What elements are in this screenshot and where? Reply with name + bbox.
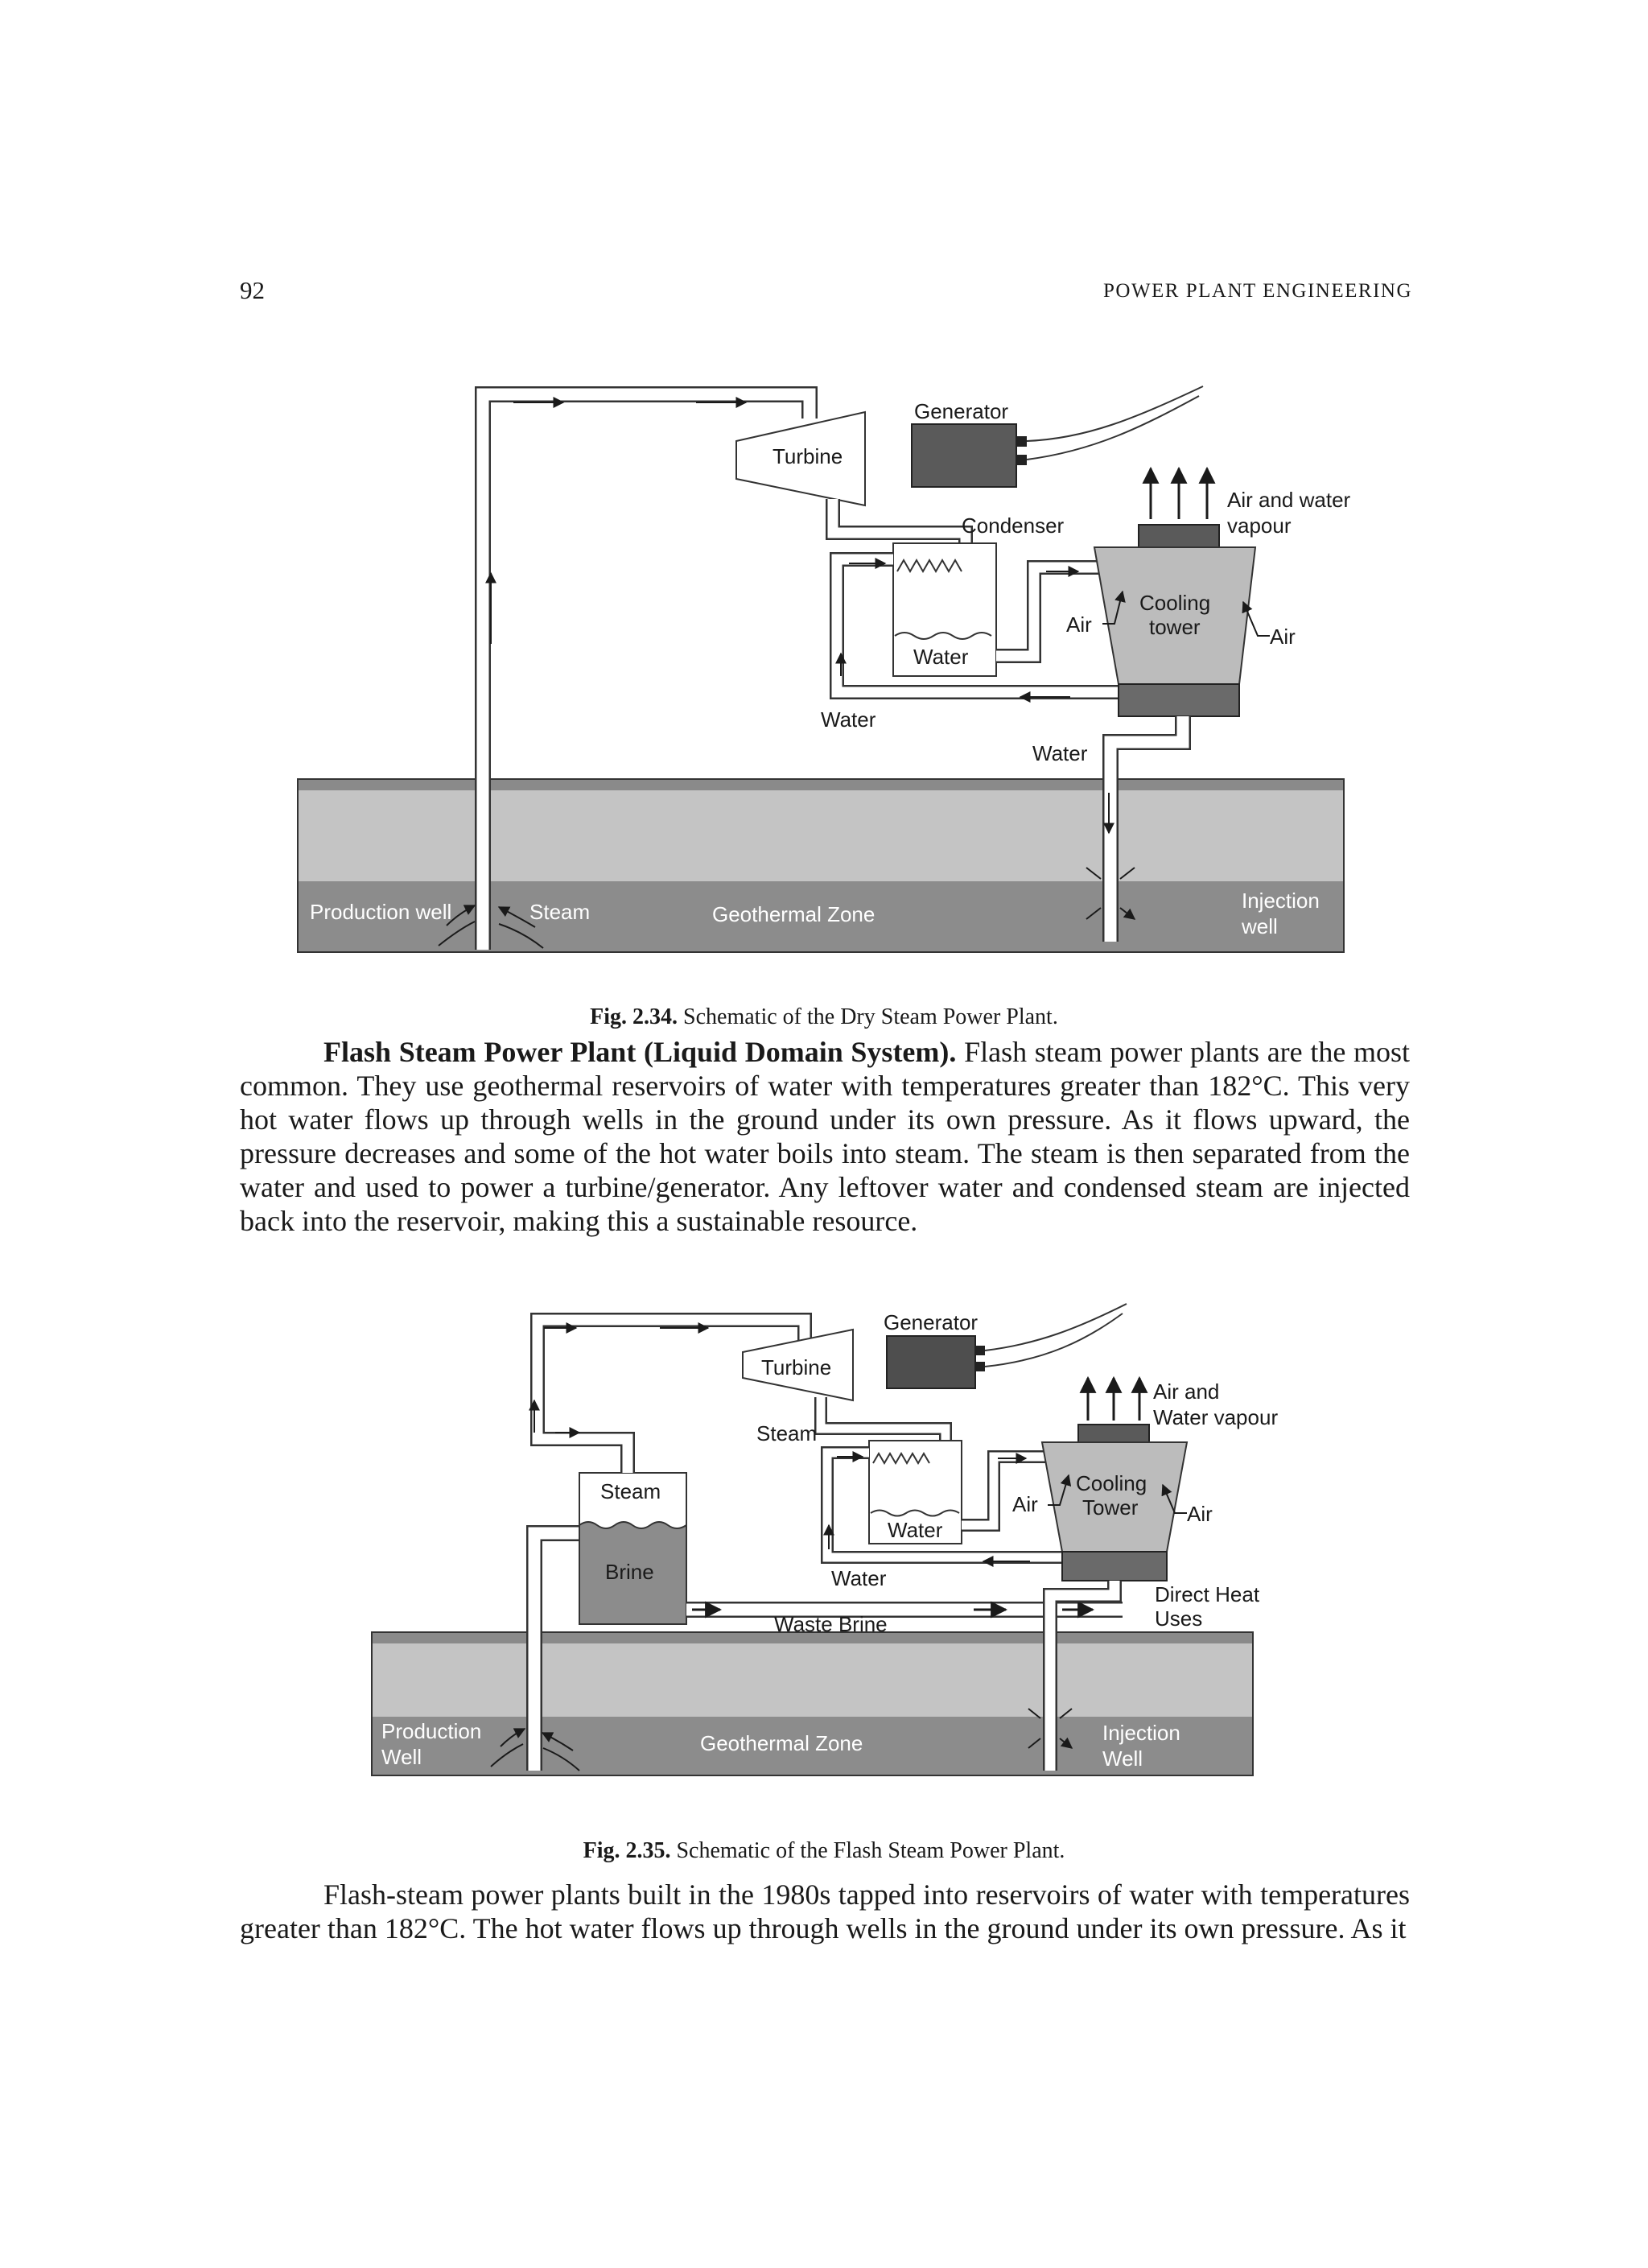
- cooling-tower-label-2: tower: [1149, 615, 1201, 639]
- paragraph-body: Flash-steam power plants built in the 19…: [240, 1878, 1410, 1944]
- cooling-tower-vent: [1138, 524, 1220, 548]
- condenser-water-label: Water: [913, 645, 969, 669]
- production-label-2: Well: [381, 1745, 422, 1769]
- air-right-label: Air: [1270, 625, 1296, 649]
- brine-fill: [579, 1521, 687, 1625]
- vapour-label-1: Air and water: [1227, 488, 1351, 512]
- generator: [911, 423, 1017, 488]
- ground-surface: [298, 779, 1344, 790]
- figure-dry-steam: Turbine Generator Condenser Water Water: [297, 386, 1351, 953]
- injection-label-1: Injection: [1242, 889, 1320, 913]
- geothermal-zone-label: Geothermal Zone: [700, 1731, 863, 1755]
- water-left-label: Water: [821, 707, 876, 732]
- paragraph-heading: Flash Steam Power Plant (Liquid Domain S…: [323, 1036, 957, 1068]
- turbine-label: Turbine: [761, 1355, 831, 1379]
- injection-label-1: Injection: [1102, 1721, 1180, 1745]
- condenser-label: Condenser: [962, 513, 1065, 538]
- turbine: [735, 410, 866, 507]
- turbine: [742, 1328, 854, 1402]
- brine-label: Brine: [605, 1560, 654, 1584]
- figure2-caption: Fig. 2.35. Schematic of the Flash Steam …: [0, 1838, 1648, 1864]
- injection-label-2: well: [1241, 914, 1278, 938]
- figure1-caption-text: Schematic of the Dry Steam Power Plant.: [678, 1004, 1058, 1029]
- production-well-label: Production well: [310, 900, 451, 924]
- water-below-label: Water: [831, 1566, 887, 1590]
- geothermal-zone-label: Geothermal Zone: [712, 902, 875, 926]
- steam-label: Steam: [529, 900, 590, 924]
- condenser-water-label: Water: [888, 1518, 943, 1542]
- ground-layer: [372, 1634, 1253, 1717]
- vapour-label-2: Water vapour: [1153, 1405, 1278, 1429]
- steam-pipe-label: Steam: [756, 1421, 817, 1445]
- cooling-tower-label-2: Tower: [1082, 1495, 1139, 1520]
- ground-surface: [372, 1632, 1253, 1643]
- figure1-caption-number: Fig. 2.34.: [590, 1004, 678, 1029]
- cooling-tower-basin: [1118, 683, 1240, 717]
- vapour-label-1: Air and: [1153, 1379, 1219, 1404]
- water-down-label: Water: [1032, 741, 1088, 765]
- air-left-label: Air: [1012, 1492, 1038, 1516]
- figure-flash-steam: Steam Brine Turbine Generator Steam Wate…: [371, 1303, 1278, 1776]
- generator: [886, 1335, 976, 1389]
- figure1-caption: Fig. 2.34. Schematic of the Dry Steam Po…: [0, 1004, 1648, 1030]
- figure2-caption-text: Schematic of the Flash Steam Power Plant…: [670, 1838, 1065, 1863]
- paragraph-flash-steam-1980s: Flash-steam power plants built in the 19…: [240, 1878, 1410, 1945]
- paragraph-body: Flash steam power plants are the most co…: [240, 1036, 1410, 1237]
- cooling-tower-label-1: Cooling: [1139, 591, 1210, 615]
- generator-label: Generator: [914, 399, 1008, 423]
- air-right-label: Air: [1187, 1502, 1213, 1526]
- ground-layer: [298, 781, 1344, 881]
- direct-heat-label-2: Uses: [1155, 1606, 1202, 1631]
- figure2-caption-number: Fig. 2.35.: [583, 1838, 671, 1863]
- ground-outline: [297, 778, 1345, 953]
- turbine-label: Turbine: [772, 444, 843, 468]
- page-number: 92: [240, 276, 265, 304]
- steam-tank-label: Steam: [600, 1479, 661, 1503]
- waste-brine-label: Waste Brine: [774, 1612, 888, 1636]
- injection-label-2: Well: [1102, 1746, 1143, 1771]
- paragraph-flash-steam: Flash Steam Power Plant (Liquid Domain S…: [240, 1035, 1410, 1238]
- production-label-1: Production: [381, 1719, 481, 1743]
- cooling-tower-vent: [1077, 1424, 1150, 1443]
- ground-outline: [371, 1631, 1254, 1776]
- generator-label: Generator: [884, 1310, 978, 1334]
- vapour-label-2: vapour: [1227, 513, 1292, 538]
- cooling-tower-basin: [1061, 1551, 1168, 1581]
- direct-heat-label-1: Direct Heat: [1155, 1582, 1260, 1606]
- cooling-tower-label-1: Cooling: [1076, 1471, 1147, 1495]
- air-left-label: Air: [1066, 612, 1092, 637]
- running-title: POWER PLANT ENGINEERING: [1102, 280, 1412, 302]
